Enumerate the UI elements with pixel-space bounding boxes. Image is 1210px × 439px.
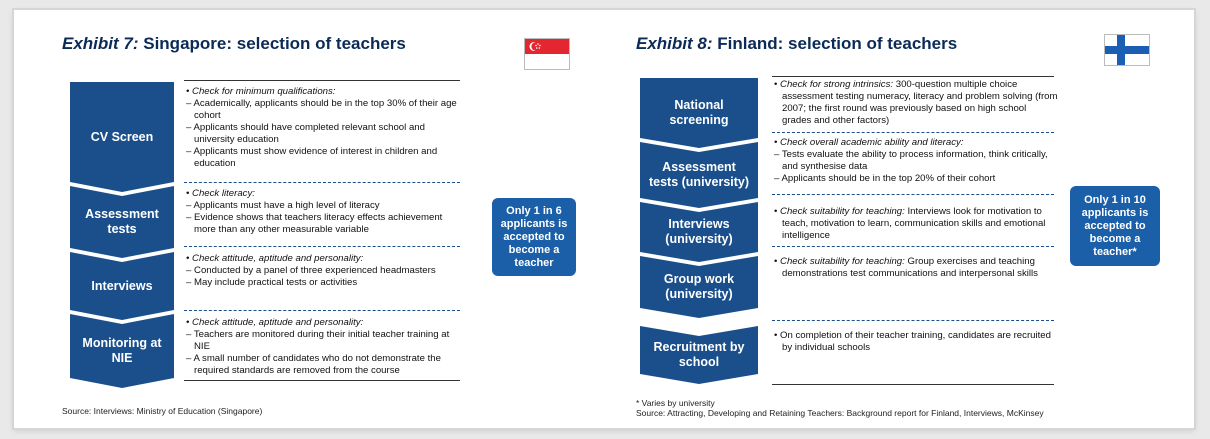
step-assessment-tests: Assessment tests bbox=[70, 186, 174, 258]
divider bbox=[772, 194, 1054, 195]
callout-finland: Only 1 in 10 applicants is accepted to b… bbox=[1070, 186, 1160, 266]
step-national-screening-desc: • Check for strong intrinsics: 300-quest… bbox=[774, 79, 1058, 126]
exhibit7-title: Exhibit 7: Singapore: selection of teach… bbox=[62, 34, 406, 53]
step-interviews-university: Interviews (university) bbox=[640, 202, 758, 262]
callout-singapore: Only 1 in 6 applicants is accepted to be… bbox=[492, 198, 576, 276]
page: Exhibit 7: Singapore: selection of teach… bbox=[14, 10, 1194, 428]
step-interviews: Interviews bbox=[70, 252, 174, 320]
divider bbox=[184, 380, 460, 381]
divider bbox=[772, 320, 1054, 321]
step-recruitment-desc: • On completion of their teacher trainin… bbox=[774, 330, 1051, 353]
finland-flag-icon bbox=[1104, 34, 1150, 66]
exhibit8-title: Exhibit 8: Finland: selection of teacher… bbox=[636, 34, 958, 53]
bullet: – Academically, applicants should be in … bbox=[186, 98, 457, 121]
step-assessment-university-desc: • Check overall academic ability and lit… bbox=[772, 137, 1058, 185]
bullet: – Teachers are monitored during their in… bbox=[186, 329, 450, 352]
bullet: – Applicants must show evidence of inter… bbox=[186, 146, 438, 169]
divider bbox=[184, 182, 460, 183]
divider bbox=[772, 76, 1054, 77]
divider bbox=[184, 246, 460, 247]
step-group-work-desc: • Check suitability for teaching: Group … bbox=[774, 256, 1038, 279]
bullet: – May include practical tests or activit… bbox=[186, 277, 358, 288]
divider bbox=[772, 246, 1054, 247]
step-group-work-university: Group work (university) bbox=[640, 256, 758, 318]
bullet: – Tests evaluate the ability to process … bbox=[774, 149, 1048, 172]
source-finland: Source: Attracting, Developing and Retai… bbox=[636, 408, 1044, 418]
step-interviews-desc: • Check attitude, aptitude and personali… bbox=[184, 253, 464, 289]
step-cv-screen: CV Screen bbox=[70, 82, 174, 192]
divider bbox=[772, 384, 1054, 385]
bullet: – Evidence shows that teachers literacy … bbox=[186, 212, 443, 235]
divider bbox=[184, 80, 460, 81]
divider bbox=[184, 310, 460, 311]
bullet: – A small number of candidates who do no… bbox=[186, 353, 441, 376]
bullet: – Conducted by a panel of three experien… bbox=[186, 265, 436, 276]
step-assessment-tests-university: Assessment tests (university) bbox=[640, 142, 758, 208]
step-interviews-university-desc: • Check suitability for teaching: Interv… bbox=[774, 206, 1046, 241]
step-cv-screen-desc: • Check for minimum qualifications: – Ac… bbox=[184, 86, 464, 170]
step-assessment-tests-desc: • Check literacy: – Applicants must have… bbox=[184, 188, 464, 236]
step-monitoring-desc: • Check attitude, aptitude and personali… bbox=[184, 317, 464, 377]
singapore-flag-icon bbox=[524, 38, 570, 70]
step-monitoring-at-nie: Monitoring at NIE bbox=[70, 314, 174, 388]
step-national-screening: National screening bbox=[640, 78, 758, 148]
bullet: – Applicants should be in the top 20% of… bbox=[774, 173, 996, 184]
bullet: – Applicants should have completed relev… bbox=[186, 122, 425, 145]
divider bbox=[772, 132, 1054, 133]
step-recruitment-by-school: Recruitment by school bbox=[640, 326, 758, 384]
bullet: – Applicants must have a high level of l… bbox=[186, 200, 380, 211]
source-singapore: Source: Interviews: Ministry of Educatio… bbox=[62, 406, 263, 416]
footnote-finland: * Varies by university bbox=[636, 398, 715, 408]
